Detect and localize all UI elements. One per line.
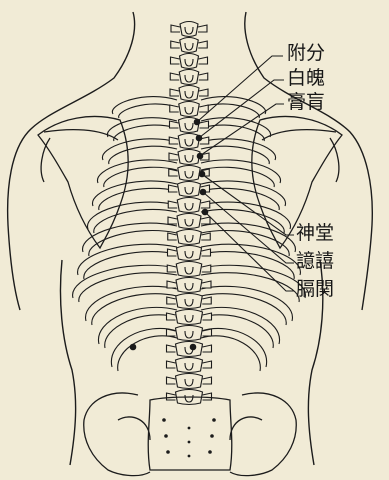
rib-l-8	[78, 244, 177, 275]
rib-edge-l-1	[119, 104, 177, 118]
rib-l-9	[73, 265, 177, 298]
rib-edge-r-10	[201, 294, 286, 325]
vertebra-17	[167, 278, 211, 293]
rib-l-3	[102, 139, 177, 160]
rib-edge-l-10	[92, 294, 177, 325]
point-lower-right	[190, 344, 197, 351]
vertebra-22	[167, 358, 212, 373]
rib-edge-l-9	[79, 273, 177, 302]
rib-r-7	[201, 223, 295, 252]
rib-l-10	[86, 286, 177, 321]
rib-l-6	[88, 202, 177, 229]
vertebra-15	[168, 246, 211, 261]
label-koukou: 膏肓	[287, 93, 325, 112]
vertebra-19	[167, 310, 212, 325]
vertebra-2	[171, 38, 208, 53]
leader-fubun	[198, 56, 283, 121]
point-lower-left	[130, 344, 137, 351]
rib-edge-r-8	[201, 252, 294, 279]
vertebra-23	[167, 374, 212, 389]
leader-lines	[198, 56, 294, 291]
rib-l-4	[97, 160, 177, 183]
rib-l-7	[83, 223, 177, 252]
rib-l-1	[112, 97, 177, 114]
rib-r-5	[201, 181, 285, 206]
rib-r-10	[201, 286, 292, 321]
vertebra-4	[170, 70, 208, 85]
rib-edge-r-9	[201, 273, 299, 302]
label-fubun: 附分	[287, 44, 325, 63]
rib-r-4	[201, 160, 281, 183]
rib-r-11	[201, 307, 280, 344]
rib-edge-r-5	[201, 188, 279, 210]
rib-edge-r-4	[201, 167, 274, 187]
vertebra-3	[171, 54, 208, 69]
vertebra-5	[170, 86, 208, 101]
pelvis	[84, 393, 297, 476]
rib-edge-l-5	[99, 188, 177, 210]
label-kakukan: 膈関	[296, 280, 334, 299]
label-shindou: 神堂	[296, 224, 334, 243]
rib-l-5	[93, 181, 177, 206]
vertebra-20	[167, 326, 212, 341]
vertebra-1	[171, 22, 207, 37]
vertebra-7	[170, 118, 209, 133]
vertebra-6	[170, 102, 209, 117]
rib-l-11	[98, 307, 177, 344]
rib-r-9	[201, 265, 305, 298]
rib-r-8	[201, 244, 300, 275]
sacral-foramina	[162, 418, 216, 457]
vertebra-13	[168, 214, 210, 229]
label-iki: 譩譆	[296, 252, 334, 271]
rib-r-3	[201, 139, 276, 160]
leader-shindou	[203, 175, 294, 235]
vertebra-21	[167, 342, 212, 357]
vertebra-8	[169, 134, 209, 149]
rib-edge-l-4	[104, 167, 177, 187]
label-hakuhaku: 白魄	[287, 69, 325, 88]
rib-edge-l-8	[84, 252, 177, 279]
vertebra-14	[168, 230, 211, 245]
